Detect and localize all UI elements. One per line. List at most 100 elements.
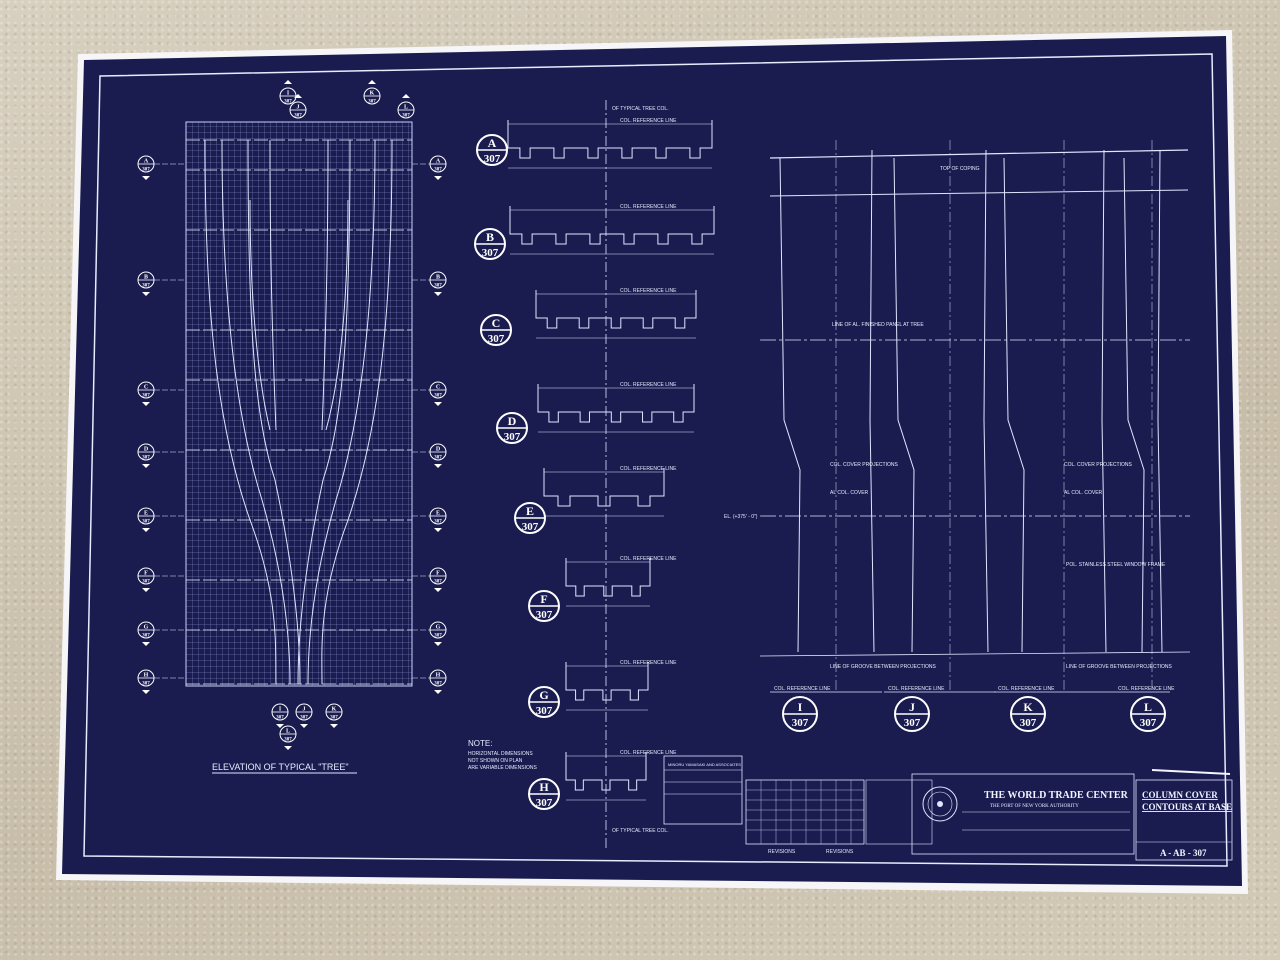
- sheet-ref-number: 307: [536, 609, 553, 621]
- col-reference-line-label: COL. REFERENCE LINE: [998, 686, 1055, 692]
- project-title: THE WORLD TRADE CENTER: [984, 790, 1129, 801]
- section-letter: B: [486, 230, 494, 244]
- column-section-d: COL. REFERENCE LINE: [537, 382, 695, 433]
- tree-branch-line: [321, 139, 329, 431]
- top-of-coping-label: TOP OF COPING: [940, 166, 980, 172]
- col-cover-projections-label-2: COL. COVER PROJECTIONS: [1064, 462, 1132, 468]
- sheet-ref-number: 307: [1140, 717, 1157, 729]
- column-elevation-l: COL. REFERENCE LINE: [1114, 140, 1175, 693]
- typical-tree-col-label-bottom: OF TYPICAL TREE COL.: [612, 828, 669, 834]
- col-reference-line-label: COL. REFERENCE LINE: [620, 204, 677, 210]
- sheet-ref-number: 307: [522, 521, 539, 533]
- stainless-frame-label: POL. STAINLESS STEEL WINDOW FRAME: [1066, 562, 1166, 568]
- marker-letter: L: [404, 105, 408, 111]
- marker-number: 307: [284, 738, 292, 743]
- marker-letter: H: [144, 673, 149, 679]
- marker-number: 307: [434, 580, 442, 585]
- marker-letter: G: [436, 625, 441, 631]
- section-bubble-a: A 307: [476, 134, 508, 166]
- tree-branch-line: [297, 139, 351, 685]
- column-elevation-k: COL. REFERENCE LINE: [994, 140, 1114, 693]
- marker-letter: I: [287, 91, 290, 97]
- marker-letter: K: [332, 707, 337, 713]
- note-block: NOTE: HORIZONTAL DIMENSIONS NOT SHOWN ON…: [468, 739, 537, 771]
- column-section-b: COL. REFERENCE LINE: [509, 204, 715, 255]
- al-col-cover-label: AL COL. COVER: [830, 490, 869, 496]
- sheet-ref-number: 307: [484, 153, 501, 165]
- sheet-ref-number: 307: [536, 705, 553, 717]
- marker-number: 307: [434, 394, 442, 399]
- column-section-a: COL. REFERENCE LINE: [507, 118, 713, 169]
- section-letter: L: [1144, 700, 1152, 714]
- line-of-groove-label: LINE OF GROOVE BETWEEN PROJECTIONS: [830, 664, 937, 670]
- section-marker-k: K 307: [363, 80, 381, 105]
- section-marker-l: L 307: [397, 94, 415, 119]
- drawing-title-1: COLUMN COVER: [1142, 790, 1218, 800]
- authority-name: THE PORT OF NEW YORK AUTHORITY: [990, 804, 1079, 809]
- marker-letter: D: [144, 447, 149, 453]
- tree-branch-line: [325, 199, 349, 431]
- column-section-c: COL. REFERENCE LINE: [535, 288, 697, 339]
- col-reference-line-label: COL. REFERENCE LINE: [620, 118, 677, 124]
- marker-number: 307: [434, 682, 442, 687]
- marker-letter: F: [436, 571, 440, 577]
- col-cover-projections-label: COL. COVER PROJECTIONS: [830, 462, 898, 468]
- marker-letter: F: [144, 571, 148, 577]
- section-marker-c: C 307: [137, 381, 155, 406]
- tree-branch-line: [249, 199, 271, 431]
- marker-letter: C: [436, 385, 440, 391]
- marker-number: 307: [142, 168, 150, 173]
- marker-number: 307: [300, 716, 308, 721]
- marker-letter: D: [436, 447, 441, 453]
- marker-letter: B: [144, 275, 148, 281]
- col-reference-line-label: COL. REFERENCE LINE: [774, 686, 831, 692]
- sheet-ref-number: 307: [536, 797, 553, 809]
- tree-branch-line: [204, 139, 277, 685]
- elevation-title: ELEVATION OF TYPICAL "TREE": [212, 762, 349, 772]
- col-reference-line-label: COL. REFERENCE LINE: [1118, 686, 1175, 692]
- marker-letter: J: [297, 105, 300, 111]
- title-block: MINORU YAMASAKI AND ASSOCIATES REVISIONS…: [663, 755, 1233, 861]
- column-elevation-j: COL. REFERENCE LINE: [884, 140, 996, 693]
- marker-letter: A: [144, 159, 149, 165]
- column-section-f: COL. REFERENCE LINE: [565, 556, 677, 607]
- marker-number: 307: [330, 716, 338, 721]
- section-letter: E: [526, 504, 534, 518]
- port-authority-seal: [922, 786, 958, 822]
- marker-letter: A: [436, 159, 441, 165]
- note-line-1: HORIZONTAL DIMENSIONS: [468, 751, 533, 757]
- section-letter: D: [508, 414, 517, 428]
- marker-letter: C: [144, 385, 148, 391]
- drawing-title-2: CONTOURS AT BASE: [1142, 802, 1232, 812]
- section-letter: K: [1023, 700, 1033, 714]
- marker-number: 307: [402, 114, 410, 119]
- note-line-2: NOT SHOWN ON PLAN: [468, 758, 523, 764]
- revisions-label-1: REVISIONS: [768, 849, 796, 855]
- marker-letter: G: [144, 625, 149, 631]
- marker-letter: K: [370, 91, 375, 97]
- marker-number: 307: [142, 284, 150, 289]
- section-letter: A: [488, 136, 497, 150]
- drawing-number: A - AB - 307: [1160, 848, 1207, 858]
- marker-letter: L: [286, 729, 290, 735]
- tree-branch-line: [221, 139, 291, 685]
- marker-number: 307: [368, 100, 376, 105]
- marker-number: 307: [142, 394, 150, 399]
- section-marker-a: A 307: [137, 155, 155, 180]
- tree-branch-line: [307, 139, 376, 685]
- col-reference-line-label: COL. REFERENCE LINE: [620, 660, 677, 666]
